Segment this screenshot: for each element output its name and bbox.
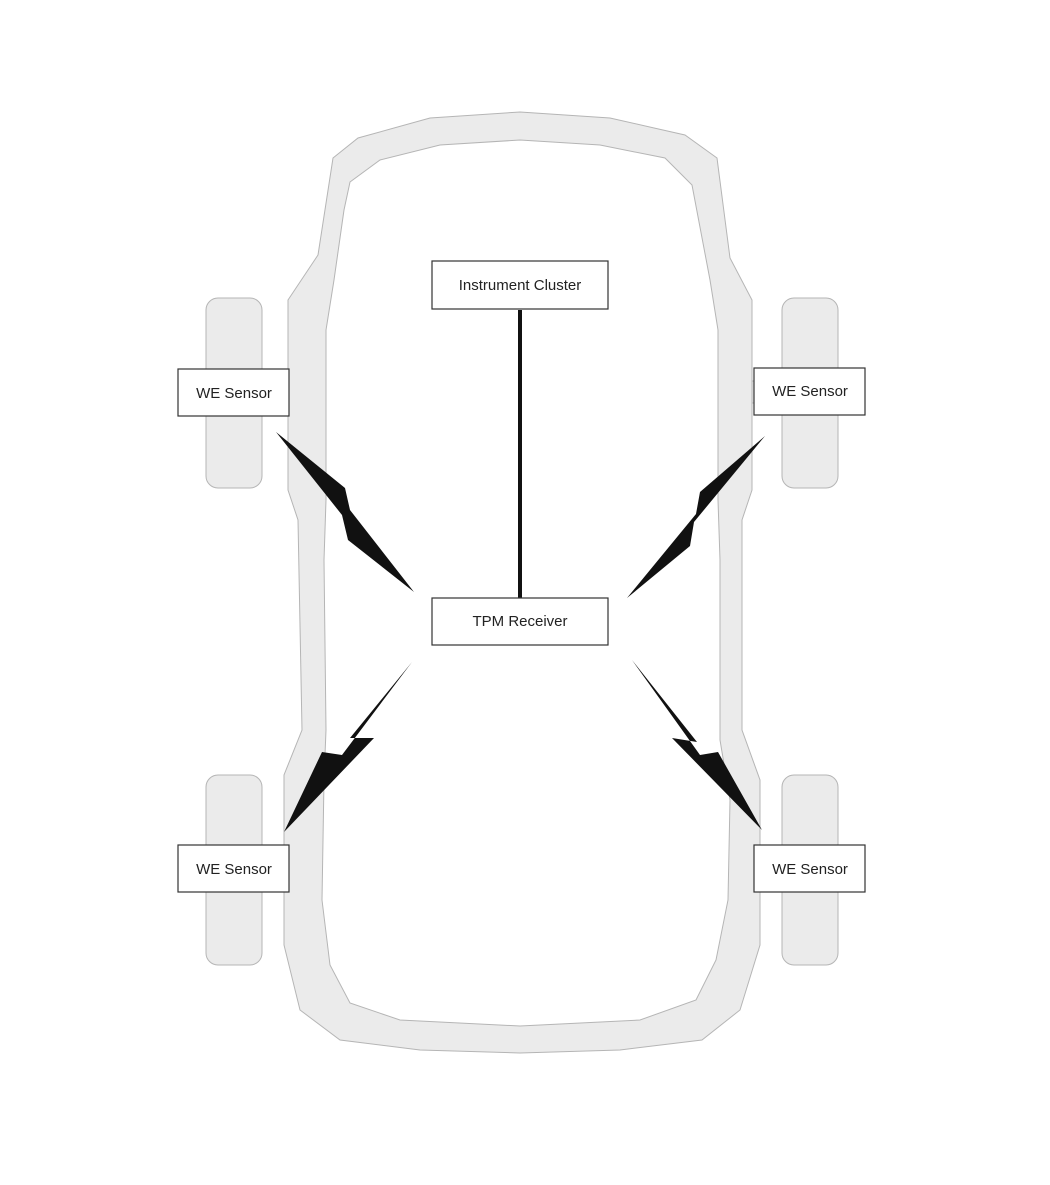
instrument-cluster-node: Instrument Cluster [431,260,609,310]
sensor-rear-left-label: WE Sensor [196,861,272,878]
sensor-front-right-box [753,367,866,416]
front-left-signal-icon [276,432,414,592]
rear-right-signal-icon [632,660,762,830]
sensor-front-left-box [177,368,290,417]
rear-left-signal-icon [284,662,412,832]
sensor-rear-left-box [177,844,290,893]
sensor-rear-right-label: WE Sensor [772,861,848,878]
car-cabin [321,139,731,1027]
sensor-front-right-node: WE Sensor [753,367,866,416]
front-right-signal-icon [627,436,765,598]
tpm-receiver-label: TPM Receiver [472,613,567,630]
tpm-receiver-node: TPM Receiver [431,597,609,646]
sensor-front-left-node: WE Sensor [177,368,290,417]
sensor-front-right-label: WE Sensor [772,383,848,400]
instrument-cluster-label: Instrument Cluster [459,277,582,294]
sensor-front-left-label: WE Sensor [196,385,272,402]
sensor-rear-left-node: WE Sensor [177,844,290,893]
sensor-rear-right-node: WE Sensor [753,844,866,893]
instrument-cluster-box [431,260,609,310]
sensor-rear-right-box [753,844,866,893]
tpm-receiver-box [431,597,609,646]
